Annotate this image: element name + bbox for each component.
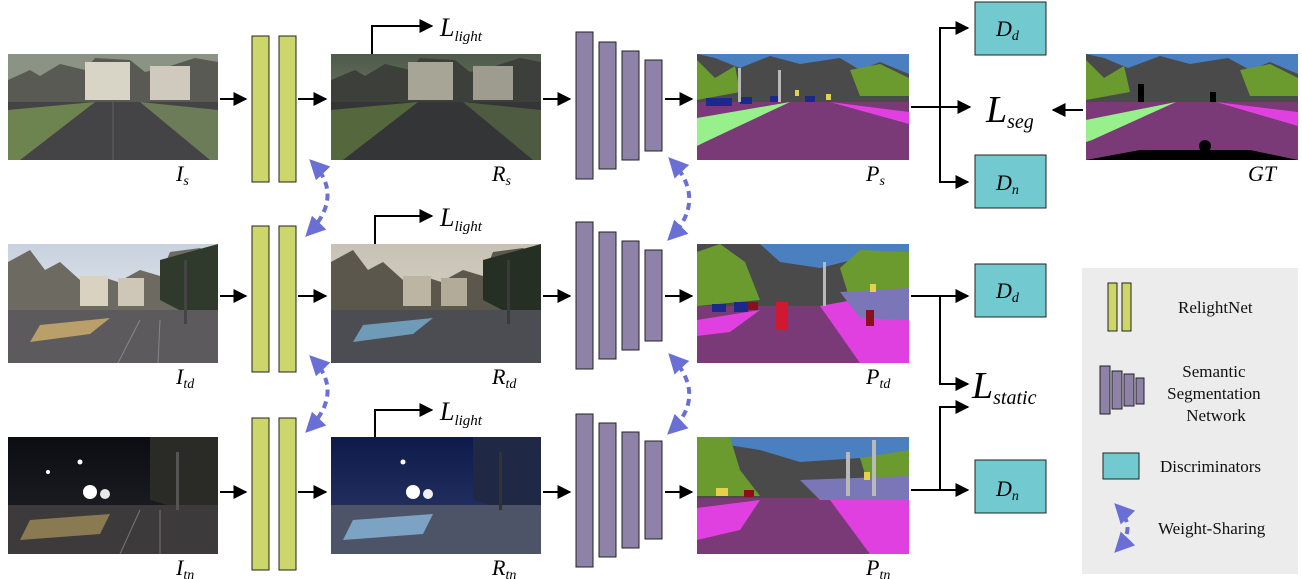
target-night-relit-label: Rtn (491, 555, 516, 579)
static-loss-label: Lstatic (971, 365, 1037, 409)
weight-sharing-seg-2-3 (667, 353, 692, 435)
target-day-relit-label: Rtd (491, 364, 517, 392)
legend-discriminators-label: Discriminators (1160, 457, 1261, 476)
weight-sharing-relight-2-3 (305, 355, 331, 433)
segnet-block-3 (575, 413, 663, 568)
legend-segnet-label: Semantic Segmentation Network (1167, 362, 1265, 425)
target-day-pred-label: Ptd (865, 364, 891, 392)
target-night-pred-label: Ptn (865, 555, 890, 579)
source-input-label: Is (175, 161, 189, 189)
ground-truth-label: GT (1248, 161, 1278, 186)
relightnet-block-1 (251, 35, 297, 183)
arrow-light-loss-1 (371, 19, 434, 54)
source-relit-label: Rs (491, 161, 511, 189)
segnet-block-2 (575, 221, 663, 370)
arrow-pred-to-static-1 (939, 296, 970, 391)
legend-segnet: Semantic Segmentation Network (1099, 362, 1265, 425)
discriminator-dd-2: Dd (974, 263, 1047, 318)
ground-truth-image (1086, 54, 1298, 160)
row-target-day: Itd Rtd Llight (8, 203, 1047, 409)
svg-text:Dn: Dn (995, 170, 1019, 198)
arrow-light-loss-3 (374, 403, 434, 437)
target-night-relit-image (331, 437, 541, 554)
target-night-input-label: Itn (175, 555, 194, 579)
legend-relightnet-label: RelightNet (1178, 298, 1253, 317)
svg-text:Dd: Dd (995, 16, 1020, 44)
target-day-prediction-image (697, 244, 909, 363)
segnet-block-1 (575, 31, 663, 180)
svg-text:Dn: Dn (995, 476, 1019, 504)
target-night-input-image (8, 437, 218, 555)
row-target-night: Itn Rtn Llight (8, 397, 1047, 579)
light-loss-label-3: Llight (439, 397, 483, 429)
source-relit-image (331, 54, 541, 160)
weight-sharing-arrows (305, 157, 692, 435)
svg-text:Dd: Dd (995, 278, 1020, 306)
arrow-light-loss-2 (374, 209, 434, 244)
target-day-relit-image (331, 244, 541, 363)
seg-loss-label: Lseg (985, 89, 1034, 133)
target-day-input-image (8, 244, 218, 364)
discriminator-dn-1: Dn (974, 154, 1047, 209)
arrow-pred-to-static-2 (939, 400, 970, 490)
source-prediction-image (697, 54, 909, 160)
arrow-pred-to-dd-1 (911, 21, 970, 108)
legend-relightnet: RelightNet (1107, 282, 1253, 332)
source-pred-label: Ps (865, 161, 885, 189)
discriminator-dd-1: Dd (974, 1, 1047, 56)
legend-discriminators: Discriminators (1102, 452, 1261, 480)
light-loss-label-1: Llight (439, 13, 483, 45)
weight-sharing-relight-1-2 (305, 159, 331, 237)
row-source: Is Rs Llight (8, 1, 1298, 209)
weight-sharing-seg-1-2 (667, 157, 692, 241)
legend-weight-sharing: Weight-Sharing (1114, 503, 1266, 553)
relightnet-block-3 (251, 417, 297, 571)
relightnet-block-2 (251, 225, 297, 373)
weight-sharing-icon (1114, 503, 1136, 553)
discriminator-dn-2: Dn (974, 459, 1047, 514)
source-input-image (8, 54, 218, 160)
target-night-prediction-image (697, 437, 909, 554)
arrow-pred-to-dn-1 (939, 107, 970, 189)
legend-weight-sharing-label: Weight-Sharing (1158, 519, 1266, 538)
legend: RelightNet Semantic Segmentation Network… (1082, 268, 1298, 574)
target-day-input-label: Itd (175, 364, 195, 392)
light-loss-label-2: Llight (439, 203, 483, 235)
